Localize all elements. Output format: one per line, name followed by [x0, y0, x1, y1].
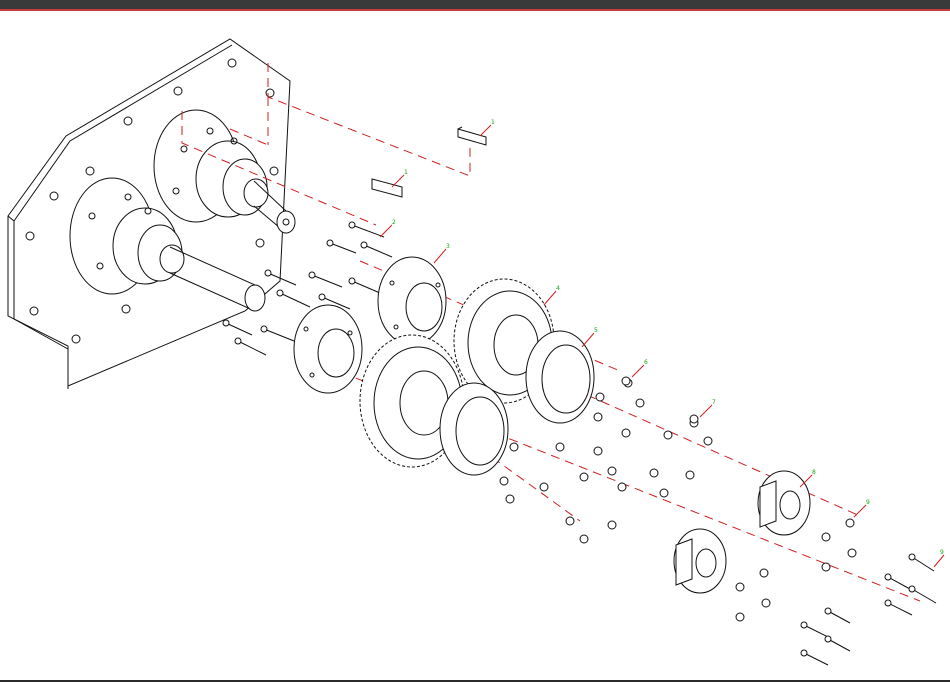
- upper-shaft[interactable]: [253, 180, 296, 234]
- balloon-label: 6: [644, 359, 648, 366]
- hex-bolts-left[interactable]: [222, 221, 393, 356]
- spacer-ring-5[interactable]: [525, 330, 595, 424]
- balloon-label: 5: [594, 327, 598, 334]
- gear-large-left[interactable]: [359, 334, 465, 468]
- spacer-ring-front[interactable]: [439, 382, 509, 476]
- balloon-label: 3: [446, 243, 450, 250]
- balloon-label: 9: [940, 549, 944, 556]
- exploded-view-svg[interactable]: 1 1 2 3 4 5 6 7 8 9: [0, 11, 950, 682]
- shaft-key-top[interactable]: [457, 126, 487, 146]
- hex-nuts[interactable]: [499, 376, 857, 622]
- hex-bolts-right[interactable]: [800, 553, 937, 666]
- flange-3[interactable]: [377, 256, 447, 346]
- balloon-label: 7: [712, 399, 716, 406]
- balloon-label: 9: [866, 499, 870, 506]
- balloon-label: 1: [404, 169, 408, 176]
- upper-bearing-housing[interactable]: [153, 109, 269, 223]
- balloon-label: 2: [392, 219, 396, 226]
- housing-bolt-holes: [25, 58, 279, 344]
- hub-8[interactable]: [757, 470, 811, 536]
- balloon-label: 4: [556, 285, 560, 292]
- lower-shaft[interactable]: [169, 246, 266, 312]
- shaft-key-lower[interactable]: [371, 178, 403, 198]
- balloon-label: 8: [812, 469, 816, 476]
- hub-lower[interactable]: [673, 528, 727, 594]
- balloon-callouts: 1 1 2 3 4 5 6 7 8 9: [379, 119, 945, 568]
- balloon-label: 1: [491, 119, 495, 126]
- flange-left[interactable]: [293, 304, 363, 394]
- lower-bearing-housing[interactable]: [69, 177, 185, 295]
- drawing-canvas[interactable]: 1 1 2 3 4 5 6 7 8 9: [0, 9, 950, 680]
